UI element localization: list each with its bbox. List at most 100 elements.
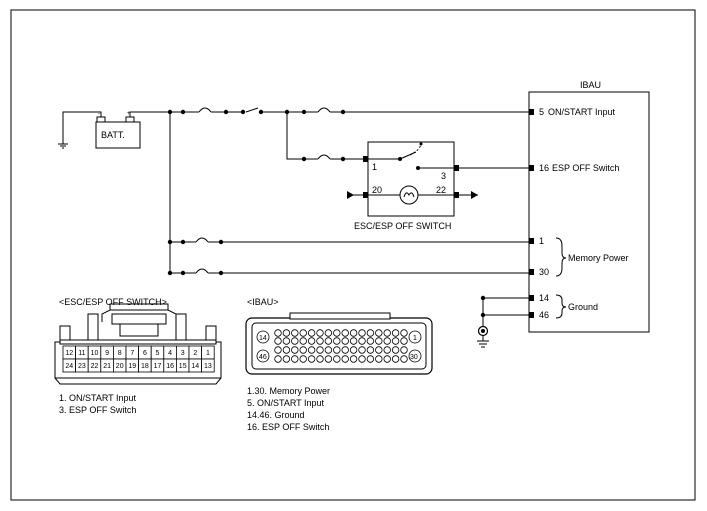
- esc-pin-number: 11: [78, 350, 85, 357]
- esc-pin-number: 2: [193, 350, 197, 357]
- splice-points: [167, 109, 486, 318]
- ibau-face-30: 30: [410, 354, 418, 361]
- ibau-face-14: 14: [259, 335, 267, 342]
- battery-terminal-pos: [125, 116, 135, 123]
- ibau-pin-hole: [316, 346, 324, 354]
- ibau-pin-num-30: 30: [539, 267, 549, 277]
- esc-pin-number: 12: [65, 350, 73, 357]
- esc-pin-number: 4: [168, 350, 172, 357]
- ibau-pin-hole: [324, 346, 333, 354]
- esc-pin-number: 5: [156, 350, 160, 357]
- battery-positive-wire: [129, 111, 170, 117]
- ibau-pin-hole: [375, 355, 383, 363]
- esc-pin-number: 16: [166, 363, 174, 370]
- fuse-icon: [317, 107, 331, 113]
- esc-pin-number: 1: [206, 350, 210, 357]
- ibau-pin-hole: [341, 355, 349, 363]
- esc-pin-number: 20: [116, 363, 124, 370]
- ibau-pin-hole: [307, 337, 316, 345]
- ibau-pin-hole: [349, 355, 358, 363]
- ibau-pin-hole: [375, 337, 383, 345]
- ibau-legend-3: 14.46. Ground: [247, 410, 305, 420]
- ibau-pin-hole: [400, 355, 408, 363]
- ibau-pin-hole: [349, 337, 358, 345]
- ibau-pin-hole: [324, 337, 333, 345]
- ground-brace: [555, 294, 567, 319]
- ibau-pin-hole: [274, 346, 282, 354]
- ibau-pin-hole: [282, 346, 291, 354]
- esc-pin-1: 1: [372, 162, 377, 172]
- ibau-pin-hole: [366, 346, 375, 354]
- ground-label: Ground: [568, 302, 598, 312]
- ibau-pin-hole: [291, 329, 299, 337]
- ibau-connector-title: <IBAU>: [247, 297, 279, 307]
- ibau-pin-hole: [307, 346, 316, 354]
- ibau-pin-terminal: [529, 165, 534, 171]
- ibau-pin-hole: [383, 346, 391, 354]
- ibau-pin-hole: [307, 355, 316, 363]
- ibau-pin-hole: [383, 337, 391, 345]
- ibau-face-1: 1: [413, 335, 417, 342]
- ibau-pin-hole: [349, 346, 358, 354]
- fuse-icon: [198, 107, 212, 113]
- ibau-unit: IBAU 5 ON/START Input 16 ESP OFF Switch …: [528, 80, 650, 333]
- esc-pin-number: 21: [103, 363, 111, 370]
- ibau-pin-hole: [333, 329, 341, 337]
- ground-icon: [58, 143, 68, 149]
- ibau-pin-hole: [256, 349, 270, 363]
- esc-pin-number: 15: [179, 363, 187, 370]
- ibau-pin-hole: [358, 329, 366, 337]
- ibau-pin-hole: [341, 337, 349, 345]
- esc-pin-number: 9: [105, 350, 109, 357]
- body-ground-icon: [477, 325, 489, 348]
- ignition-switch-icon: [245, 107, 259, 113]
- ibau-pin-hole: [391, 346, 400, 354]
- ibau-pin-hole: [291, 355, 299, 363]
- ibau-legend-2: 5. ON/START Input: [247, 398, 325, 408]
- ibau-pin-hole: [316, 337, 324, 345]
- ibau-pin-terminal: [529, 109, 534, 115]
- ibau-pin-hole: [391, 355, 400, 363]
- ibau-pin-hole: [316, 329, 324, 337]
- esc-pin-number: 17: [154, 363, 162, 370]
- ibau-pin-hole: [375, 346, 383, 354]
- ibau-pin-hole: [299, 337, 307, 345]
- esc-switch-title: ESC/ESP OFF SWITCH: [354, 221, 451, 231]
- esc-pin-number: 7: [130, 350, 134, 357]
- battery: BATT. - +: [95, 111, 141, 149]
- battery-terminal-neg: [96, 116, 106, 123]
- esc-pin-3: 3: [441, 171, 446, 181]
- ibau-pin-hole: [282, 355, 291, 363]
- ibau-pin-hole: [291, 346, 299, 354]
- ibau-pin-hole: [349, 329, 358, 337]
- ibau-pin-hole: [391, 329, 400, 337]
- ibau-pin-hole: [307, 329, 316, 337]
- ibau-title: IBAU: [580, 80, 601, 90]
- ibau-connector-face: <IBAU> 14 1 46 30: [245, 297, 433, 375]
- esc-connector-title: <ESC/ESP OFF SWITCH>: [59, 297, 167, 307]
- ibau-pin-hole: [366, 329, 375, 337]
- ibau-pin-hole: [366, 337, 375, 345]
- ibau-face-46: 46: [259, 354, 267, 361]
- ibau-pin-hole: [299, 355, 307, 363]
- esc-pin-22: 22: [436, 185, 446, 195]
- ibau-pin-terminal: [529, 312, 534, 318]
- ibau-pin-hole: [341, 346, 349, 354]
- memory-power-label: Memory Power: [568, 253, 629, 263]
- ibau-legend-4: 16. ESP OFF Switch: [247, 422, 329, 432]
- battery-ground-wire: [62, 111, 102, 144]
- ibau-pin-hole: [282, 329, 291, 337]
- ibau-pin-terminal: [529, 269, 534, 275]
- fuse-icon: [317, 154, 331, 160]
- ibau-box: [528, 91, 650, 333]
- ibau-pin-hole: [366, 355, 375, 363]
- ibau-pin-hole: [358, 337, 366, 345]
- ibau-pin-num-46: 46: [539, 310, 549, 320]
- ibau-pin-hole: [400, 346, 408, 354]
- ibau-pin-hole: [282, 337, 291, 345]
- diagram-frame: [10, 9, 696, 501]
- fuse-icon: [195, 237, 209, 243]
- ibau-pin-label-16: ESP OFF Switch: [552, 163, 619, 173]
- battery-label: BATT.: [101, 130, 125, 140]
